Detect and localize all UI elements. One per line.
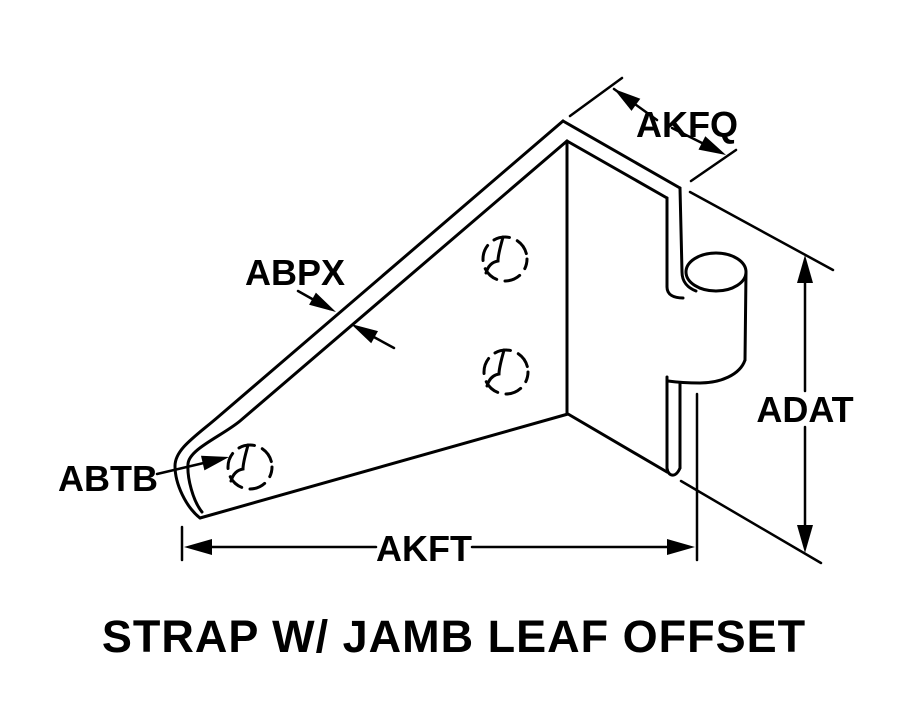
holes [226, 235, 530, 491]
abtb-label: ABTB [58, 458, 158, 499]
adat-label: ADAT [756, 389, 853, 430]
leaf-top-outer-edge [561, 119, 682, 190]
adat-extension-line-bottom [679, 479, 823, 565]
hole-upper-circle [481, 235, 529, 283]
akfq-arrow-shaft-right [670, 126, 706, 146]
akfq-label: AKFQ [636, 104, 738, 145]
hole-tip-circle [226, 443, 274, 491]
dimension-abpx: ABPX [245, 252, 396, 350]
offset-step-inner [665, 196, 685, 300]
abpx-arrowhead-lower-icon [351, 324, 378, 344]
abtb-leader-line [155, 460, 210, 476]
akfq-arrowhead-left-icon [614, 89, 641, 111]
abpx-arrowhead-upper-icon [309, 292, 336, 312]
dimension-abtb: ABTB [58, 455, 229, 499]
abtb-arrowhead-icon [201, 455, 229, 471]
knuckle-bottom-curve [666, 358, 747, 385]
akfq-extension-line-right [689, 148, 738, 183]
hole-upper-depth-arc [484, 235, 505, 275]
akfq-extension-line-left [568, 76, 624, 118]
knuckle-right-edge [743, 270, 748, 362]
dimension-akfq: AKFQ [568, 76, 738, 183]
hole-tip [226, 443, 274, 491]
strap-bottom-edge [198, 412, 669, 520]
offset-step-outer [678, 186, 698, 293]
dimension-adat: ADAT [679, 190, 854, 565]
leaf-top-inner-edge [565, 139, 669, 200]
akft-arrowhead-right-icon [667, 539, 695, 555]
akft-label: AKFT [376, 528, 472, 569]
strap-outline [173, 119, 748, 520]
knuckle-top-ellipse [684, 251, 748, 293]
abpx-arrow-shaft-lower [370, 334, 396, 350]
akft-arrowhead-left-icon [184, 539, 212, 555]
hole-lower [482, 348, 530, 396]
hole-lower-depth-arc [485, 348, 506, 388]
adat-extension-line-top [688, 190, 835, 272]
hole-upper [481, 235, 529, 283]
hole-tip-depth-arc [229, 443, 250, 483]
akfq-arrowhead-right-icon [698, 136, 726, 155]
strap-outer-edge [173, 119, 565, 520]
figure-title: STRAP W/ JAMB LEAF OFFSET [102, 611, 806, 662]
abpx-label: ABPX [245, 252, 345, 293]
hole-lower-circle [482, 348, 530, 396]
strap-inner-edge [186, 139, 569, 514]
adat-arrowhead-down-icon [797, 525, 813, 553]
adat-arrowhead-up-icon [797, 255, 813, 283]
lower-leaf-bottom-curve [665, 466, 682, 477]
dimension-akft: AKFT [180, 392, 699, 569]
